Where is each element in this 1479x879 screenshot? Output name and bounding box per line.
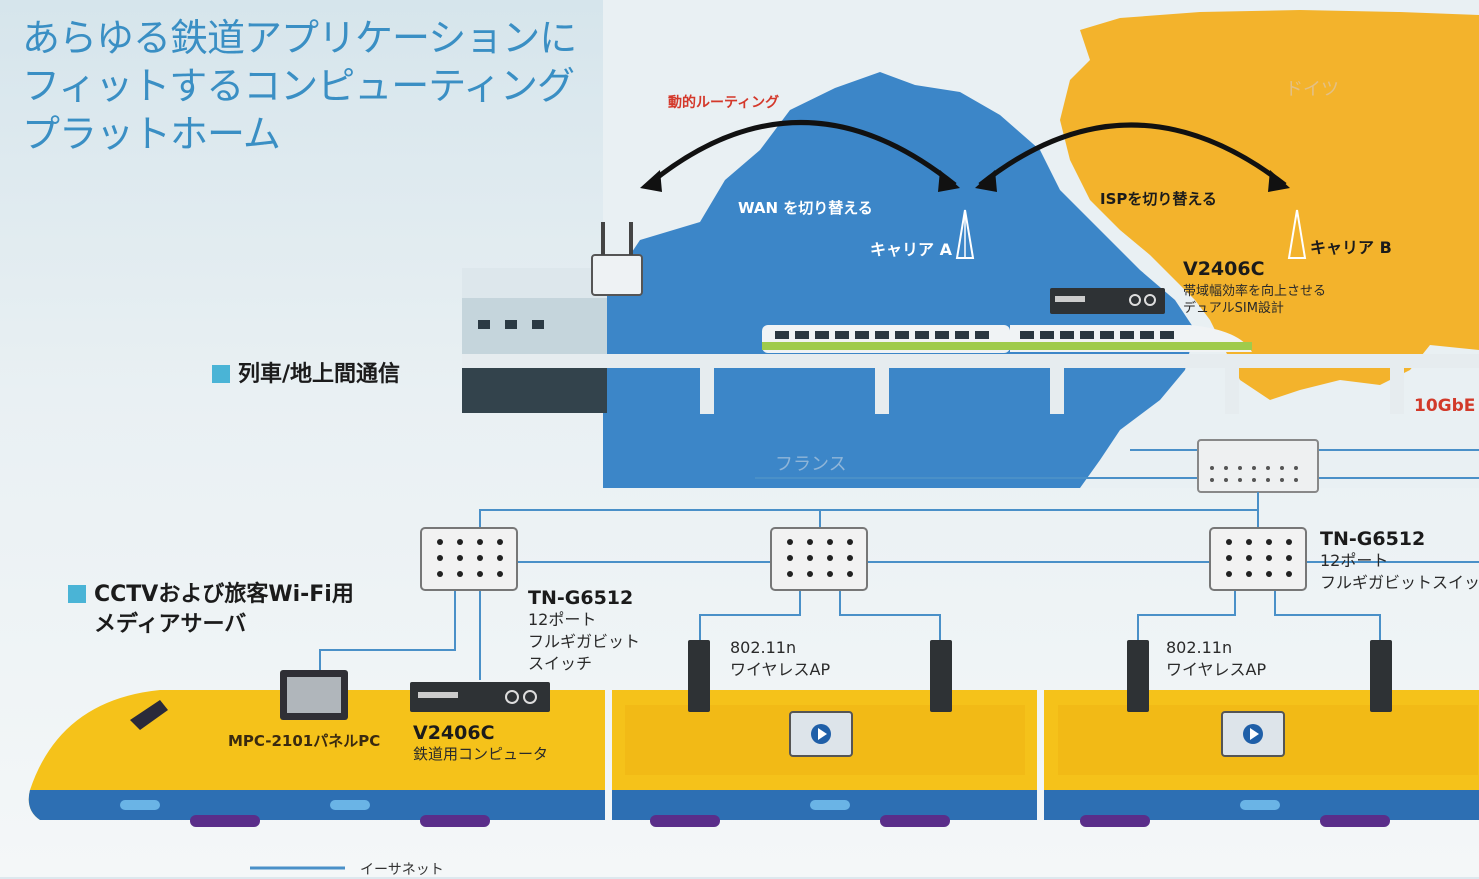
germany-map-shape bbox=[1060, 10, 1479, 400]
backbone-switch bbox=[755, 439, 1479, 493]
switch-left bbox=[420, 527, 518, 591]
map-v2406c-device bbox=[1050, 288, 1165, 314]
switch-right-sub2: フルギガビットスイッチ bbox=[1320, 573, 1479, 592]
rail-bridge bbox=[462, 354, 1479, 414]
ap-right-label: 802.11n ワイヤレスAP bbox=[1166, 637, 1266, 681]
wan-switch-label: WAN を切り替える bbox=[738, 199, 873, 217]
section-marker bbox=[68, 585, 86, 603]
section-marker bbox=[212, 365, 230, 383]
ethernet-links bbox=[319, 492, 1479, 680]
train-computer-title: V2406C bbox=[413, 722, 495, 744]
cctv-section-label: CCTVおよび旅客Wi-Fi用 メディアサーバ bbox=[68, 580, 354, 640]
map-v2406c-description: 帯域幅効率を向上させる デュアルSIM設計 bbox=[1183, 283, 1326, 317]
train-computer-sub: 鉄道用コンピュータ bbox=[413, 745, 549, 763]
switch-right bbox=[1209, 527, 1307, 591]
map-v2406c-title: V2406C bbox=[1183, 258, 1265, 280]
switch-right-title: TN-G6512 bbox=[1320, 528, 1426, 550]
routing-arc-right bbox=[978, 122, 1287, 187]
switch-left-title: TN-G6512 bbox=[528, 587, 634, 609]
routing-arc-left bbox=[646, 120, 957, 187]
train-computer-label: V2406C 鉄道用コンピュータ bbox=[413, 722, 548, 764]
ap-left-line2: ワイヤレスAP bbox=[730, 660, 831, 679]
carrier-b-tower bbox=[1287, 209, 1307, 259]
switch-right-label: TN-G6512 12ポート フルギガビットスイッチ bbox=[1320, 528, 1479, 594]
page-title: あらゆる鉄道アプリケーションに フィットするコンピューティング プラットホーム bbox=[22, 14, 577, 158]
map-train bbox=[762, 325, 1252, 353]
passenger-screens bbox=[789, 711, 1285, 757]
ethernet-legend-label: イーサネット bbox=[360, 862, 444, 878]
isp-switch-label: ISPを切り替える bbox=[1100, 190, 1217, 208]
switch-left-sub1: 12ポート bbox=[528, 610, 597, 629]
title-line-1: あらゆる鉄道アプリケーションに bbox=[22, 16, 577, 60]
switch-left-label: TN-G6512 12ポート フルギガビット スイッチ bbox=[528, 587, 640, 675]
switch-middle bbox=[770, 527, 868, 591]
train-computer-device bbox=[410, 682, 550, 712]
title-line-2: フィットするコンピューティング bbox=[22, 64, 575, 108]
germany-label: ドイツ bbox=[1285, 79, 1339, 100]
train-body bbox=[28, 690, 1479, 827]
cctv-text-line2: メディアサーバ bbox=[94, 612, 247, 637]
ap-right-line1: 802.11n bbox=[1166, 638, 1233, 657]
train-nose-car bbox=[28, 690, 605, 820]
train-ground-text: 列車/地上間通信 bbox=[238, 362, 401, 387]
title-line-3: プラットホーム bbox=[22, 112, 281, 156]
ap-left-label: 802.11n ワイヤレスAP bbox=[730, 637, 830, 681]
france-label: フランス bbox=[775, 454, 847, 475]
panel-pc-device bbox=[280, 670, 348, 720]
carrier-a-tower bbox=[955, 209, 975, 259]
switch-left-sub2: フルギガビット bbox=[528, 632, 641, 651]
train-ground-section-label: 列車/地上間通信 bbox=[212, 356, 400, 388]
map-v2406c-sub2: デュアルSIM設計 bbox=[1183, 301, 1284, 316]
ap-left-line1: 802.11n bbox=[730, 638, 797, 657]
map-v2406c-sub1: 帯域幅効率を向上させる bbox=[1183, 284, 1327, 299]
cctv-text-line1: CCTVおよび旅客Wi-Fi用 bbox=[94, 582, 354, 607]
wireless-ap-devices bbox=[688, 640, 1392, 712]
tengbe-label: 10GbE bbox=[1414, 396, 1476, 416]
carrier-b-label: キャリア B bbox=[1310, 238, 1392, 257]
ap-right-line2: ワイヤレスAP bbox=[1166, 660, 1267, 679]
france-map-shape bbox=[603, 72, 1195, 488]
carrier-a-label: キャリア A bbox=[870, 240, 952, 259]
switch-left-sub3: スイッチ bbox=[528, 654, 593, 673]
panel-pc-label: MPC-2101パネルPC bbox=[228, 732, 381, 750]
dynamic-routing-label: 動的ルーティング bbox=[668, 95, 780, 111]
station-building bbox=[462, 222, 643, 413]
switch-right-sub1: 12ポート bbox=[1320, 551, 1389, 570]
map-region bbox=[462, 0, 1479, 493]
